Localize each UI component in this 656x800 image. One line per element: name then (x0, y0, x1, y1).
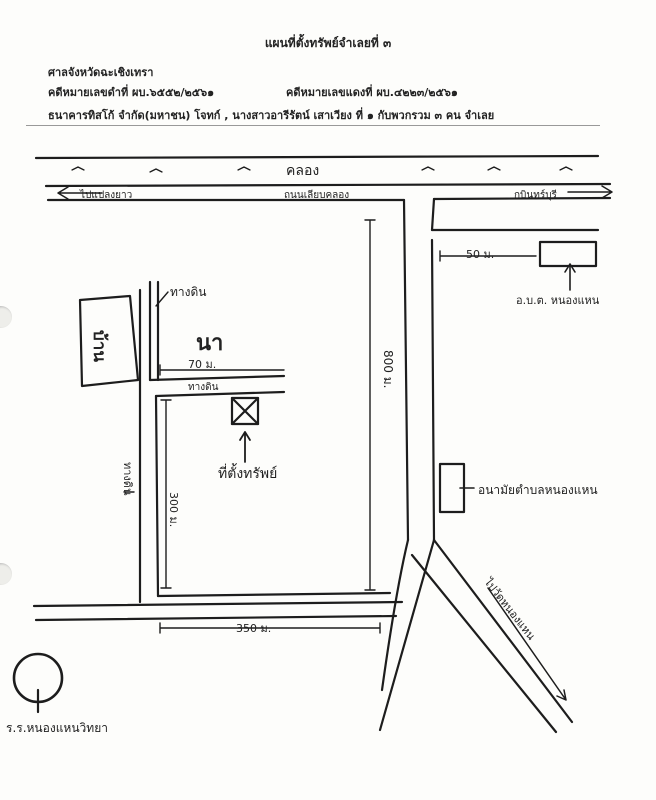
main-road-right-edge (430, 238, 436, 542)
case-parties: ธนาคารทิสโก้ จำกัด(มหาชน) โจทก์ , นางสาว… (48, 109, 495, 122)
property-marker-cross (230, 396, 260, 426)
property-arrow (239, 431, 251, 463)
property-lot-bottom (156, 591, 392, 598)
dist-50-label: 50 ม. (466, 248, 494, 261)
punch-hole (0, 563, 12, 585)
to-plaengyao-label: ไปแปลงยาว (79, 189, 132, 201)
house-label: บ้าน (89, 330, 109, 362)
property-label: ที่ตั้งทรัพย์ (218, 463, 277, 482)
dim-350-line (159, 622, 381, 634)
property-marker (230, 396, 260, 426)
house: บ้าน ทางดิน (78, 285, 207, 388)
left-dirt-road-label: ทางดิน (121, 462, 134, 496)
left-road: ทางดิน (121, 280, 392, 604)
temple-road-lower (410, 553, 558, 734)
property-area: นา 70 ม. ทางดิน ที่ตั้งทรัพย์ 300 ม. (159, 331, 285, 589)
canal-road: ไปแปลงยาว ถนนเลียบคลอง กบินทร์บุรี (44, 182, 613, 202)
school-label: ร.ร.หนองแหนวิทยา (6, 721, 108, 735)
header-rule (26, 125, 600, 126)
health-center: อนามัยตำบลหนองแหน (438, 462, 598, 514)
dirt-road-mid-bottom (154, 390, 286, 398)
dim-300-line (160, 399, 172, 589)
arrow-left (57, 186, 103, 200)
district-office: 50 ม. อ.บ.ต. หนองแหน (439, 240, 600, 307)
canal-wave-marks (71, 166, 573, 173)
top-dirt-road-pointer (155, 291, 169, 307)
black-case-number: คดีหมายเลขดำที่ ผบ.๖๕๕๒/๒๕๖๑ (48, 86, 215, 99)
punch-hole (0, 306, 12, 328)
dim-70-line (159, 364, 285, 376)
rice-field-label: นา (196, 331, 223, 356)
lower-road-bottom-edge (34, 614, 398, 622)
dim-800: 800 ม. (364, 219, 395, 591)
lower-road: 350 ม. (32, 600, 404, 635)
main-road-right-lower (378, 538, 436, 732)
lower-road-top-edge (32, 600, 404, 608)
court-name: ศาลจังหวัดฉะเชิงเทรา (48, 66, 154, 79)
dist-300-label: 300 ม. (167, 492, 180, 527)
property-lot-left (154, 394, 160, 598)
red-case-number: คดีหมายเลขแดงที่ ผบ.๔๒๒๓/๒๕๖๑ (286, 86, 458, 99)
dim-50-line (439, 250, 537, 262)
house-outline (78, 294, 140, 388)
district-office-label: อ.บ.ต. หนองแหน (516, 294, 600, 307)
mid-dirt-road-label: ทางดิน (188, 382, 219, 393)
school: ร.ร.หนองแหนวิทยา (6, 652, 108, 735)
dist-70-label: 70 ม. (188, 358, 216, 371)
dist-350-label: 350 ม. (236, 622, 271, 635)
district-office-arrow (564, 263, 576, 291)
main-road: ไปวัดหนองแหน (378, 197, 600, 734)
canal-label: คลอง (286, 163, 319, 179)
road-bottom-edge-right (432, 196, 612, 201)
to-temple-label: ไปวัดหนองแหน (481, 575, 538, 643)
to-temple-arrow (487, 587, 567, 701)
dirt-road-mid-top (148, 374, 286, 382)
arrow-right (567, 185, 613, 199)
dist-800-label: 800 ม. (381, 350, 395, 388)
branch-road-corner (430, 197, 436, 232)
canal-bank-line (34, 154, 600, 160)
temple-road-upper (432, 538, 574, 724)
map-title: แผนที่ตั้งทรัพย์จำเลยที่ ๓ (264, 36, 392, 50)
to-kabinburi-label: กบินทร์บุรี (514, 189, 558, 201)
canal-road-label: ถนนเลียบคลอง (284, 189, 349, 201)
health-center-label: อนามัยตำบลหนองแหน (478, 483, 598, 497)
canal: คลอง (34, 154, 600, 179)
district-office-building (538, 240, 598, 268)
road-top-edge (44, 182, 612, 188)
dim-800-line (364, 219, 376, 591)
top-dirt-road-label: ทางดิน (170, 285, 207, 299)
main-road-left-edge (402, 198, 410, 542)
